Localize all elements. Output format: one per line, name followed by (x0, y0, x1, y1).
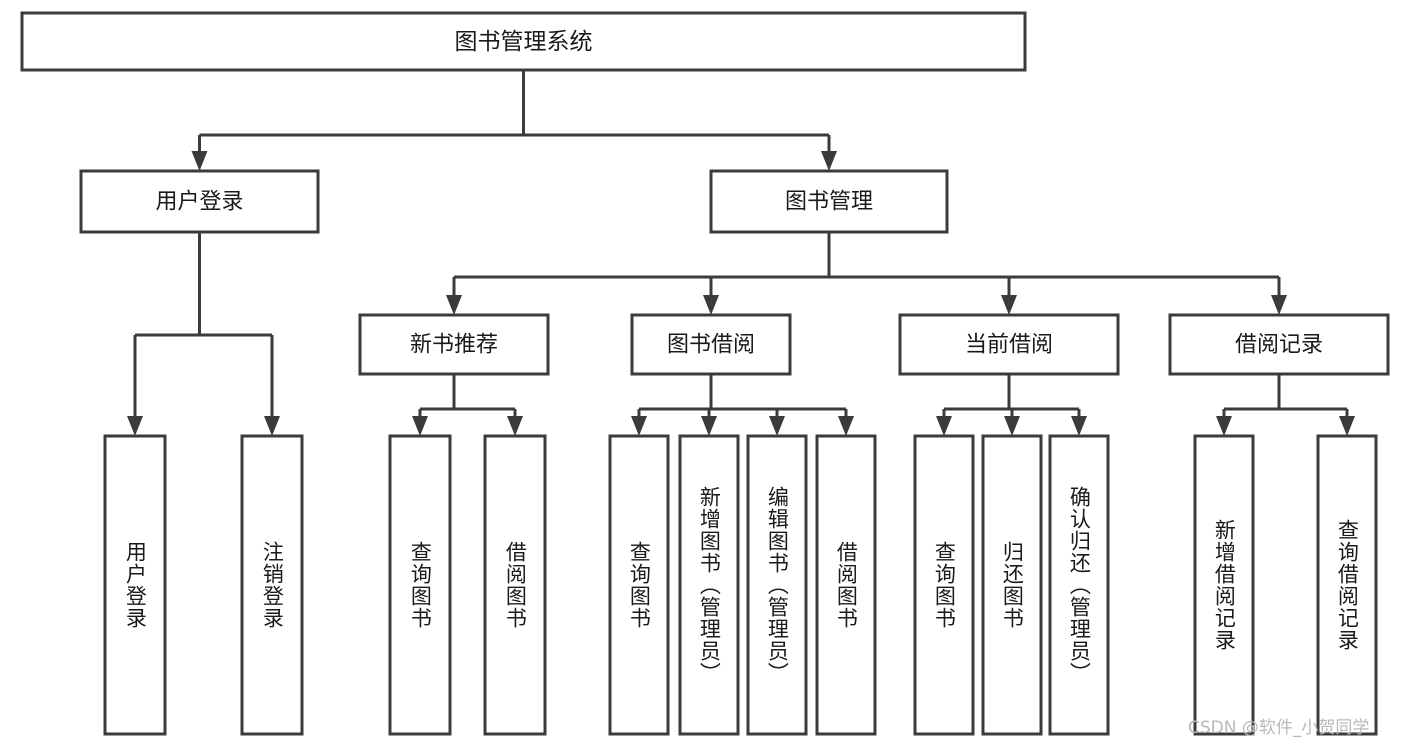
arrow-head-icon (769, 416, 785, 436)
arrow-head-icon (936, 416, 952, 436)
node-book-borrow-rect[interactable] (630, 313, 792, 376)
arrow-head-icon (1001, 295, 1017, 315)
node-borrow-record-rect[interactable] (1168, 313, 1390, 376)
arrow-head-icon (127, 416, 143, 436)
arrow-head-icon (264, 416, 280, 436)
arrow-head-icon (1004, 416, 1020, 436)
leaf-leaf-query-book-2[interactable] (608, 434, 670, 736)
node-new-book-rec-label: 新书推荐 (410, 333, 498, 358)
node-current-borrow-rect[interactable] (898, 313, 1120, 376)
node-user-login-label: 用户登录 (155, 190, 243, 215)
leaf-leaf-borrow-book-1-rect[interactable] (483, 434, 547, 736)
leaf-leaf-confirm-return-rect[interactable] (1048, 434, 1110, 736)
node-current-borrow[interactable]: 当前借阅 (898, 313, 1120, 376)
leaf-leaf-return-book-rect[interactable] (981, 434, 1043, 736)
node-book-manage-label: 图书管理 (785, 190, 873, 215)
arrow-head-icon (507, 416, 523, 436)
arrow-head-icon (191, 151, 208, 171)
leaf-leaf-borrow-book-2-rect[interactable] (815, 434, 877, 736)
node-book-manage[interactable]: 图书管理 (709, 169, 949, 234)
leaf-leaf-borrow-book-2[interactable] (815, 434, 877, 736)
node-borrow-record-label: 借阅记录 (1235, 333, 1323, 358)
node-current-borrow-label: 当前借阅 (965, 333, 1053, 358)
arrow-head-icon (412, 416, 428, 436)
leaf-leaf-edit-book[interactable] (746, 434, 808, 736)
leaf-leaf-add-record-rect[interactable] (1193, 434, 1255, 736)
arrow-head-icon (703, 295, 719, 315)
leaf-leaf-query-book-2-rect[interactable] (608, 434, 670, 736)
node-new-book-rec[interactable]: 新书推荐 (358, 313, 550, 376)
arrow-head-icon (446, 295, 462, 315)
leaf-leaf-user-login-rect[interactable] (103, 434, 167, 736)
leaf-leaf-logout-rect[interactable] (240, 434, 304, 736)
leaf-leaf-user-login[interactable] (103, 434, 167, 736)
arrow-head-icon (821, 151, 837, 171)
leaf-leaf-borrow-book-1[interactable] (483, 434, 547, 736)
leaf-leaf-query-book-3[interactable] (913, 434, 975, 736)
leaf-leaf-edit-book-rect[interactable] (746, 434, 808, 736)
root-node-rect[interactable] (20, 11, 1027, 72)
leaf-leaf-query-book-3-rect[interactable] (913, 434, 975, 736)
node-book-borrow-label: 图书借阅 (667, 333, 755, 358)
arrow-head-icon (838, 416, 854, 436)
watermark-text: CSDN @软件_小贺同学 (1188, 718, 1370, 738)
leaf-leaf-logout[interactable] (240, 434, 304, 736)
leaf-leaf-add-book[interactable] (678, 434, 740, 736)
leaf-leaf-query-record[interactable] (1316, 434, 1378, 736)
node-book-manage-rect[interactable] (709, 169, 949, 234)
connector-layer (127, 70, 1355, 436)
leaf-leaf-add-record[interactable] (1193, 434, 1255, 736)
arrow-head-icon (631, 416, 647, 436)
node-user-login[interactable]: 用户登录 (79, 169, 320, 234)
node-book-borrow[interactable]: 图书借阅 (630, 313, 792, 376)
root-node[interactable]: 图书管理系统 (20, 11, 1027, 72)
leaf-leaf-query-book-1[interactable] (388, 434, 452, 736)
leaf-leaf-query-book-1-rect[interactable] (388, 434, 452, 736)
arrow-head-icon (701, 416, 717, 436)
node-user-login-rect[interactable] (79, 169, 320, 234)
leaf-leaf-query-record-rect[interactable] (1316, 434, 1378, 736)
leaf-leaf-add-book-rect[interactable] (678, 434, 740, 736)
arrow-head-icon (1216, 416, 1232, 436)
leaf-leaf-return-book[interactable] (981, 434, 1043, 736)
arrow-head-icon (1071, 416, 1087, 436)
arrow-head-icon (1271, 295, 1287, 315)
node-borrow-record[interactable]: 借阅记录 (1168, 313, 1390, 376)
leaf-leaf-confirm-return[interactable] (1048, 434, 1110, 736)
root-node-label: 图书管理系统 (455, 29, 593, 55)
arrow-head-icon (1339, 416, 1355, 436)
node-new-book-rec-rect[interactable] (358, 313, 550, 376)
